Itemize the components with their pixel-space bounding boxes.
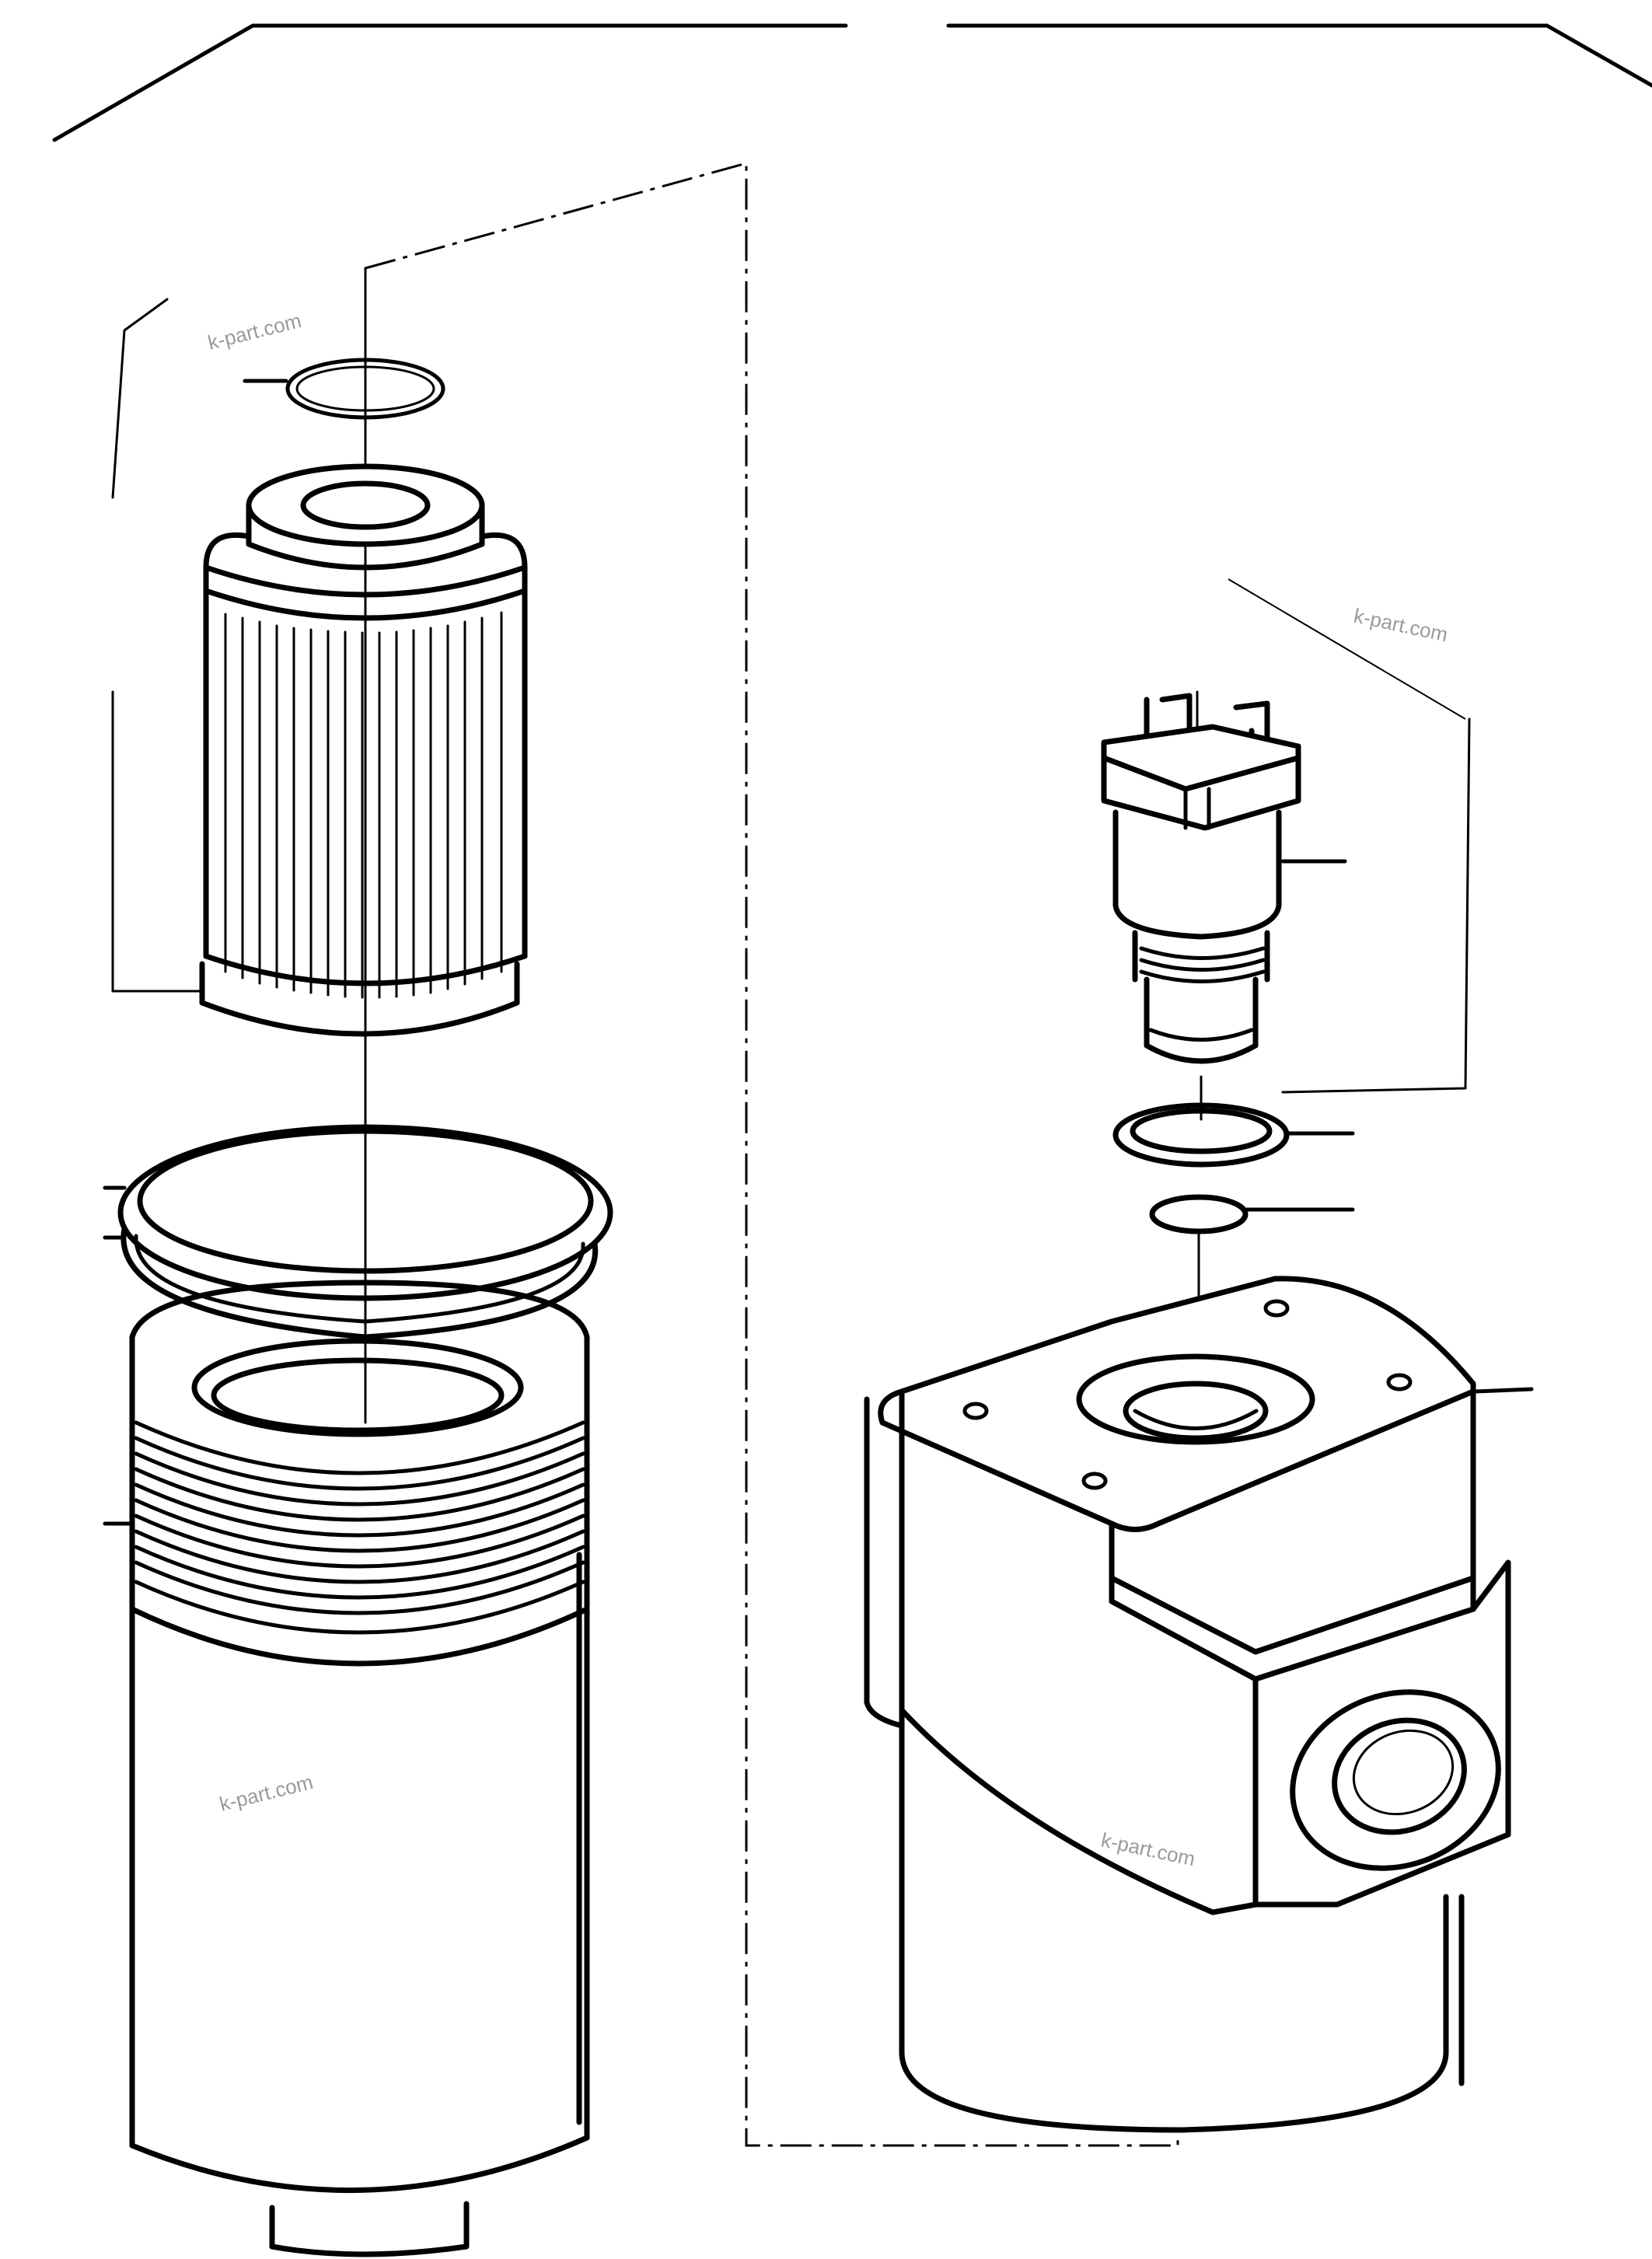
top-frame-bracket — [52, 23, 1652, 142]
filter-bowl — [103, 1280, 590, 2257]
seal-ring-1 — [103, 1124, 613, 1301]
filter-element — [199, 463, 528, 1037]
filter-head — [864, 1276, 1534, 2133]
assembly-bracket-right — [1228, 578, 1471, 1094]
seal-ring-2 — [103, 1225, 599, 1340]
pressure-switch — [1101, 690, 1347, 1121]
o-ring-top — [243, 358, 445, 420]
watermark-2: k-part.com — [1352, 604, 1450, 647]
watermark-3: k-part.com — [217, 1770, 315, 1816]
watermark-1: k-part.com — [205, 309, 303, 354]
switch-washer — [1112, 1102, 1355, 1168]
assembly-bracket-left — [111, 162, 1179, 2147]
